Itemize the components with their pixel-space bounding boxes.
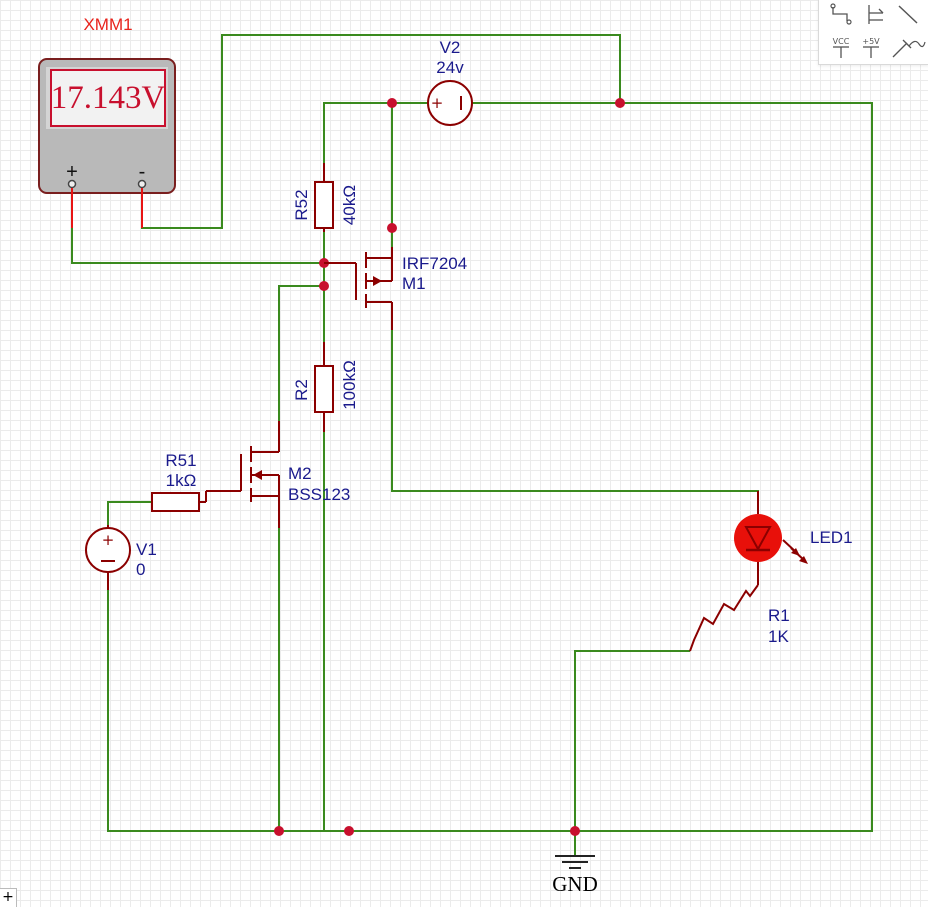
m1-part: IRF7204 bbox=[402, 254, 467, 273]
line-tool-icon[interactable] bbox=[895, 2, 923, 26]
resistor-r2[interactable] bbox=[314, 342, 334, 432]
v2-name: V2 bbox=[440, 38, 461, 57]
wire-v2-right[interactable] bbox=[107, 102, 873, 832]
v1-name: V1 bbox=[136, 540, 157, 559]
r2-value: 100kΩ bbox=[340, 360, 359, 410]
bus-tool-icon[interactable] bbox=[863, 2, 889, 26]
m1-name: M1 bbox=[402, 274, 426, 293]
resistor-r1[interactable] bbox=[689, 584, 759, 652]
led-led1[interactable] bbox=[734, 491, 808, 585]
mosfet-m2[interactable] bbox=[206, 421, 280, 528]
multimeter-neg-label: - bbox=[139, 161, 146, 183]
junction-dot bbox=[615, 98, 625, 108]
r52-name: R52 bbox=[292, 189, 311, 220]
tool-palette: VCC +5V bbox=[818, 0, 928, 65]
resistor-r51[interactable] bbox=[151, 491, 207, 512]
ground-symbol[interactable] bbox=[555, 855, 595, 869]
wire-m1-drain-led[interactable] bbox=[391, 330, 759, 510]
junctions bbox=[274, 98, 625, 836]
r1-name: R1 bbox=[768, 606, 790, 625]
wires bbox=[71, 34, 873, 855]
junction-dot bbox=[274, 826, 284, 836]
zoom-plus-button[interactable]: + bbox=[0, 888, 17, 907]
junction-dot bbox=[387, 223, 397, 233]
multimeter-reading: 17.143V bbox=[51, 80, 166, 116]
multimeter-neg-terminal[interactable] bbox=[137, 179, 147, 189]
resistor-r52[interactable] bbox=[314, 163, 334, 232]
wire-r1-gnd[interactable] bbox=[574, 650, 690, 855]
r52-value: 40kΩ bbox=[340, 185, 359, 225]
multimeter-xmm1[interactable]: 17.143V + - bbox=[38, 58, 176, 228]
multimeter-pos-label: + bbox=[66, 161, 78, 183]
v2-value: 24v bbox=[436, 58, 464, 77]
ground-label: GND bbox=[552, 872, 598, 896]
multimeter-pos-terminal[interactable] bbox=[67, 179, 77, 189]
svg-text:+: + bbox=[431, 94, 444, 112]
plus5v-tool-icon[interactable]: +5V bbox=[859, 32, 887, 60]
multimeter-name: XMM1 bbox=[83, 15, 132, 34]
r2-name: R2 bbox=[292, 379, 311, 401]
r1-value: 1K bbox=[768, 627, 789, 646]
vcc-tool-label: VCC bbox=[833, 37, 850, 46]
vcc-tool-icon[interactable]: VCC bbox=[829, 32, 857, 60]
mosfet-m1[interactable] bbox=[324, 247, 393, 330]
r51-value: 1kΩ bbox=[166, 471, 197, 490]
svg-text:+: + bbox=[102, 531, 115, 549]
plus5v-tool-label: +5V bbox=[862, 37, 880, 46]
voltage-source-v1[interactable]: + bbox=[85, 525, 131, 590]
junction-dot bbox=[319, 281, 329, 291]
wire-v1-r51[interactable] bbox=[107, 501, 152, 525]
wire-tool-icon[interactable] bbox=[829, 2, 855, 26]
m2-part: BSS123 bbox=[288, 485, 350, 504]
m2-name: M2 bbox=[288, 464, 312, 483]
wire-m2-drain[interactable] bbox=[278, 285, 324, 421]
junction-dot bbox=[387, 98, 397, 108]
wire-mm-neg-to-top[interactable] bbox=[141, 34, 621, 229]
r51-name: R51 bbox=[165, 451, 196, 470]
v1-value: 0 bbox=[136, 560, 145, 579]
junction-dot bbox=[344, 826, 354, 836]
led-name: LED1 bbox=[810, 528, 853, 547]
junction-dot bbox=[570, 826, 580, 836]
wire-top-rail[interactable] bbox=[323, 102, 428, 182]
voltage-source-v2[interactable]: + bbox=[427, 80, 473, 126]
probe-tool-icon[interactable] bbox=[889, 32, 926, 60]
